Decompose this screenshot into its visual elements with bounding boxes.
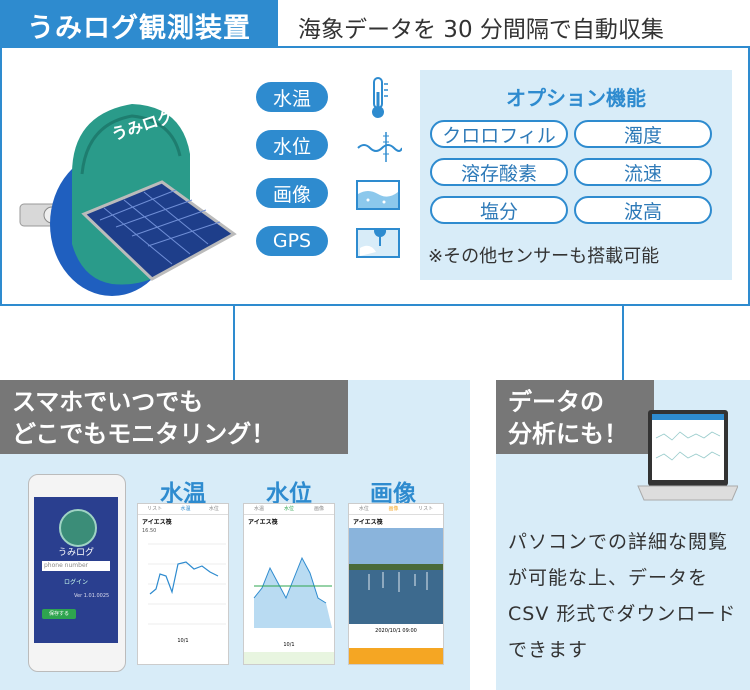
map-pin-icon xyxy=(356,228,400,258)
smartphone-heading-line2: どこでもモニタリング！ xyxy=(12,420,276,448)
tab-list[interactable]: リスト xyxy=(418,506,434,512)
x-axis-label: 10/1 xyxy=(283,642,295,648)
options-note: ※その他センサーも搭載可能 xyxy=(428,246,660,267)
version-text: Ver 1.01.0025 xyxy=(74,593,110,599)
connector-left xyxy=(233,304,235,382)
save-button[interactable]: 保存する xyxy=(42,609,76,619)
app-logo-icon xyxy=(59,509,97,547)
thermometer-icon xyxy=(372,77,388,118)
option-salinity: 塩分 xyxy=(430,196,568,224)
image-icon xyxy=(356,180,400,210)
connector-right xyxy=(622,304,624,382)
tab-water-level[interactable]: 水位 xyxy=(208,506,219,512)
analysis-heading-line1: データの xyxy=(508,388,604,416)
option-current-speed: 流速 xyxy=(574,158,712,186)
analysis-description: パソコンでの詳細な閲覧が可能な上、データを CSV 形式でダウンロードできます xyxy=(508,531,737,661)
login-screen: うみログ phone number ログイン Ver 1.01.0025 保存す… xyxy=(34,497,118,643)
laptop-icon xyxy=(637,410,738,501)
screen-label-image: 画像 xyxy=(370,481,416,507)
tab-water-level[interactable]: 水位 xyxy=(358,506,369,512)
screen-water-temp: リスト 水温 水位 アイエス筏 16.50 10/1 xyxy=(137,503,229,665)
page-title: うみログ観測装置 xyxy=(0,0,278,50)
tab-list[interactable]: リスト xyxy=(147,506,163,512)
site-name: アイエス筏 xyxy=(248,519,278,526)
site-subline: 16.50 xyxy=(142,528,157,534)
photo-timestamp: 2020/10/1 09:00 xyxy=(375,628,417,634)
tab-water-level[interactable]: 水位 xyxy=(283,506,294,512)
sea-photo xyxy=(349,528,443,624)
tab-image[interactable]: 画像 xyxy=(313,506,324,512)
water-level-icon xyxy=(357,132,402,162)
smartphone-device: うみログ phone number ログイン Ver 1.01.0025 保存す… xyxy=(28,474,126,672)
water-temp-line xyxy=(149,561,219,595)
site-name: アイエス筏 xyxy=(353,519,383,526)
app-logo-text: うみログ xyxy=(57,548,94,558)
analysis-heading-line2: 分析にも！ xyxy=(508,420,628,448)
option-wave-height: 波高 xyxy=(574,196,712,224)
sensor-water-temp: 水温 xyxy=(256,82,328,112)
tab-image[interactable]: 画像 xyxy=(388,506,399,512)
option-chlorophyll: クロロフィル xyxy=(430,120,568,148)
page-subtitle: 海象データを 30 分間隔で自動収集 xyxy=(298,17,664,43)
analysis-heading: データの 分析にも！ xyxy=(496,380,654,454)
site-name: アイエス筏 xyxy=(142,519,172,526)
phone-number-input[interactable]: phone number xyxy=(42,561,110,571)
smartphone-heading-line1: スマホでいつでも xyxy=(12,388,204,416)
tab-water-temp[interactable]: 水温 xyxy=(253,506,264,512)
water-level-chart xyxy=(253,556,332,628)
options-box: オプション機能 クロロフィル 濁度 溶存酸素 流速 塩分 波高 ※その他センサー… xyxy=(420,70,732,280)
screen-label-water-temp: 水温 xyxy=(160,481,206,507)
smartphone-heading: スマホでいつでも どこでもモニタリング！ xyxy=(0,380,348,454)
tab-water-temp[interactable]: 水温 xyxy=(180,506,191,512)
option-dissolved-oxygen: 溶存酸素 xyxy=(430,158,568,186)
options-title: オプション機能 xyxy=(506,86,646,110)
screen-label-water-level: 水位 xyxy=(266,481,312,507)
device-illustration xyxy=(19,104,237,296)
screen-image: 水位 画像 リスト アイエス筏 2020/10/1 09:00 xyxy=(348,503,444,665)
x-axis-label: 10/1 xyxy=(177,638,189,644)
sensor-image: 画像 xyxy=(256,178,328,208)
option-turbidity: 濁度 xyxy=(574,120,712,148)
login-button[interactable]: ログイン xyxy=(63,579,88,586)
sensor-water-level: 水位 xyxy=(256,130,328,160)
sensor-gps: GPS xyxy=(256,226,328,256)
screen-water-level: 水温 水位 画像 アイエス筏 10/1 xyxy=(243,503,335,665)
device-panel: うみログ 水温 水位 画像 GPS オプション機能 クロロフィル 濁度 溶存酸素… xyxy=(0,46,750,306)
water-temp-chart xyxy=(148,543,226,625)
